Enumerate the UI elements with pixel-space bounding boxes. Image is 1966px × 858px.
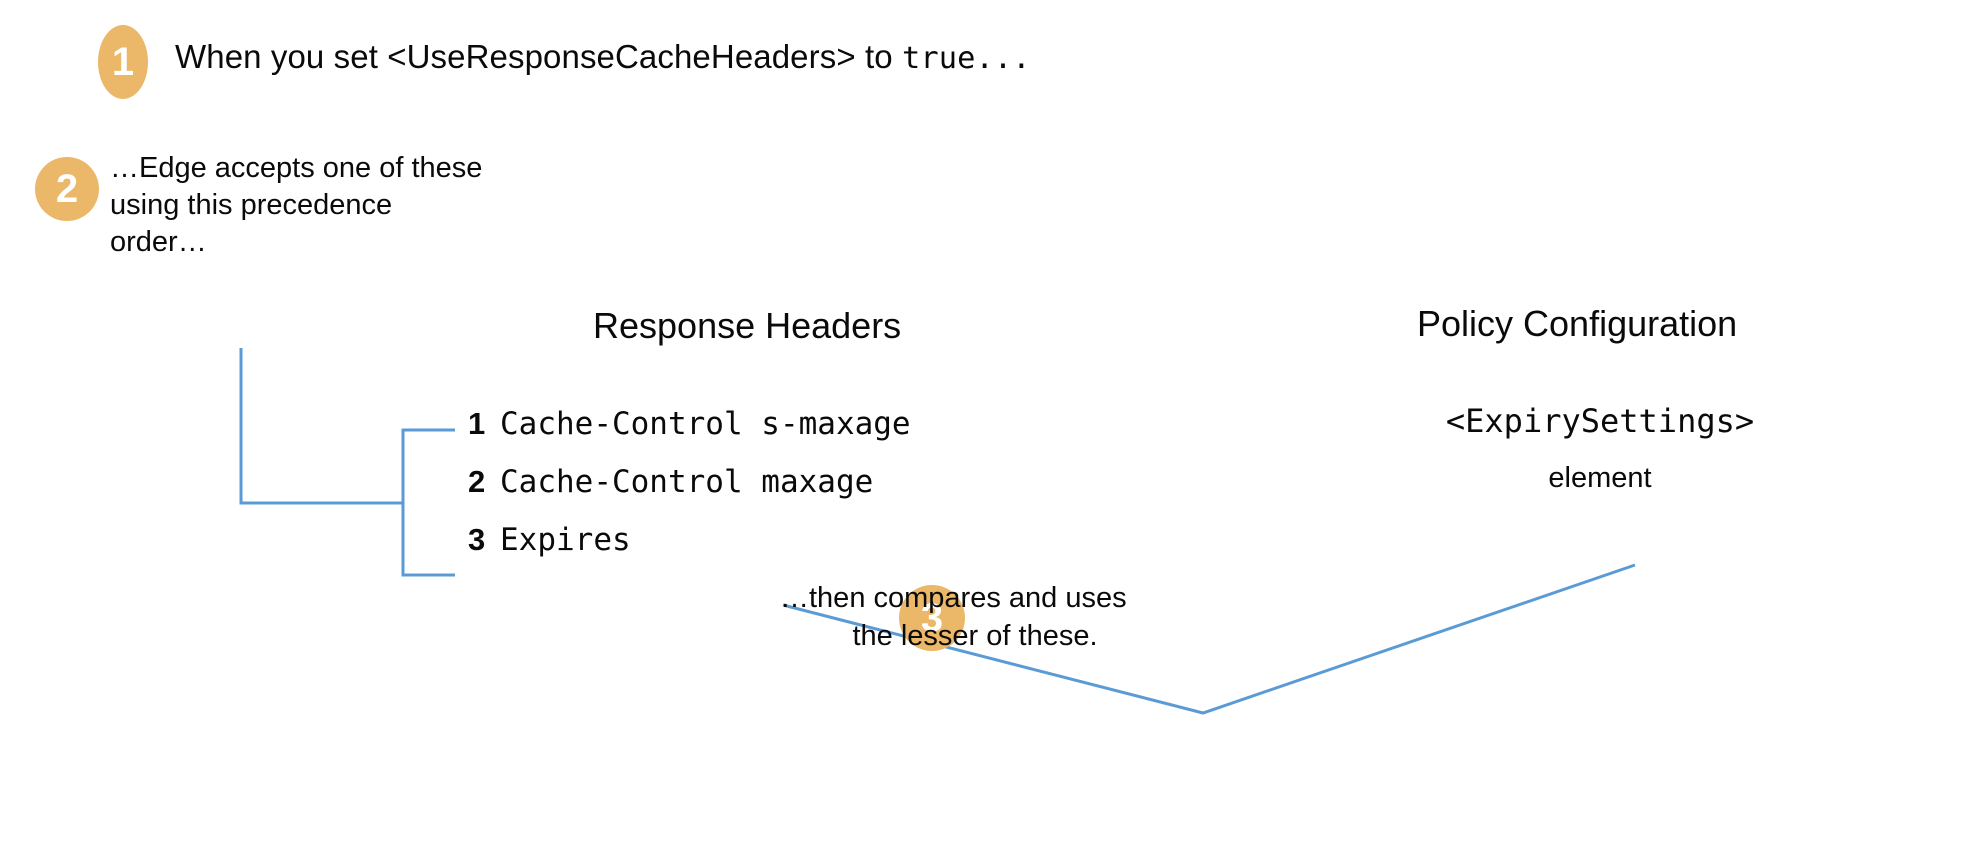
expiry-settings-element-label: element	[1548, 462, 1652, 494]
step-3-line-1: …then compares and uses	[780, 582, 1127, 614]
header-name: Cache-Control s-maxage	[500, 406, 911, 442]
list-item: 3 Expires	[468, 522, 911, 580]
header-name: Cache-Control maxage	[500, 464, 874, 500]
step-3-number: 3	[920, 596, 944, 640]
rank-number: 3	[468, 522, 486, 557]
step-1-badge: 1	[98, 25, 148, 99]
policy-configuration-block: <ExpirySettings> element	[1400, 402, 1800, 495]
step-3-callout: …then compares and uses the lesser of th…	[780, 580, 1170, 655]
step-2-line-2: using this precedence	[110, 189, 393, 222]
policy-configuration-heading: Policy Configuration	[1417, 303, 1738, 344]
step-3-line-2: the lesser of these.	[852, 619, 1098, 652]
response-headers-heading: Response Headers	[593, 305, 902, 346]
step-1-code-value: true...	[901, 41, 1031, 76]
precedence-trunk-line	[239, 348, 403, 505]
list-item: 2 Cache-Control maxage	[468, 464, 911, 522]
header-name: Expires	[500, 522, 631, 558]
rank-number: 2	[468, 464, 486, 499]
step-2-line-1: …Edge accepts one of these	[110, 152, 483, 184]
step-3-badge: 3	[899, 585, 965, 651]
expiry-settings-element-name: <ExpirySettings>	[1445, 402, 1755, 440]
step-1-text: When you set <UseResponseCacheHeaders> t…	[175, 38, 902, 75]
rank-number: 1	[468, 406, 486, 441]
step-1-number: 1	[111, 40, 135, 84]
step-1-callout: When you set <UseResponseCacheHeaders> t…	[175, 38, 1031, 76]
header-group-bracket	[401, 428, 455, 577]
step-2-badge: 2	[35, 157, 99, 221]
step-2-line-3: order…	[110, 226, 207, 259]
step-2-callout: …Edge accepts one of these using this pr…	[110, 150, 530, 261]
response-header-precedence-list: 1 Cache-Control s-maxage 2 Cache-Control…	[468, 406, 911, 580]
step-2-number: 2	[55, 167, 79, 211]
list-item: 1 Cache-Control s-maxage	[468, 406, 911, 464]
